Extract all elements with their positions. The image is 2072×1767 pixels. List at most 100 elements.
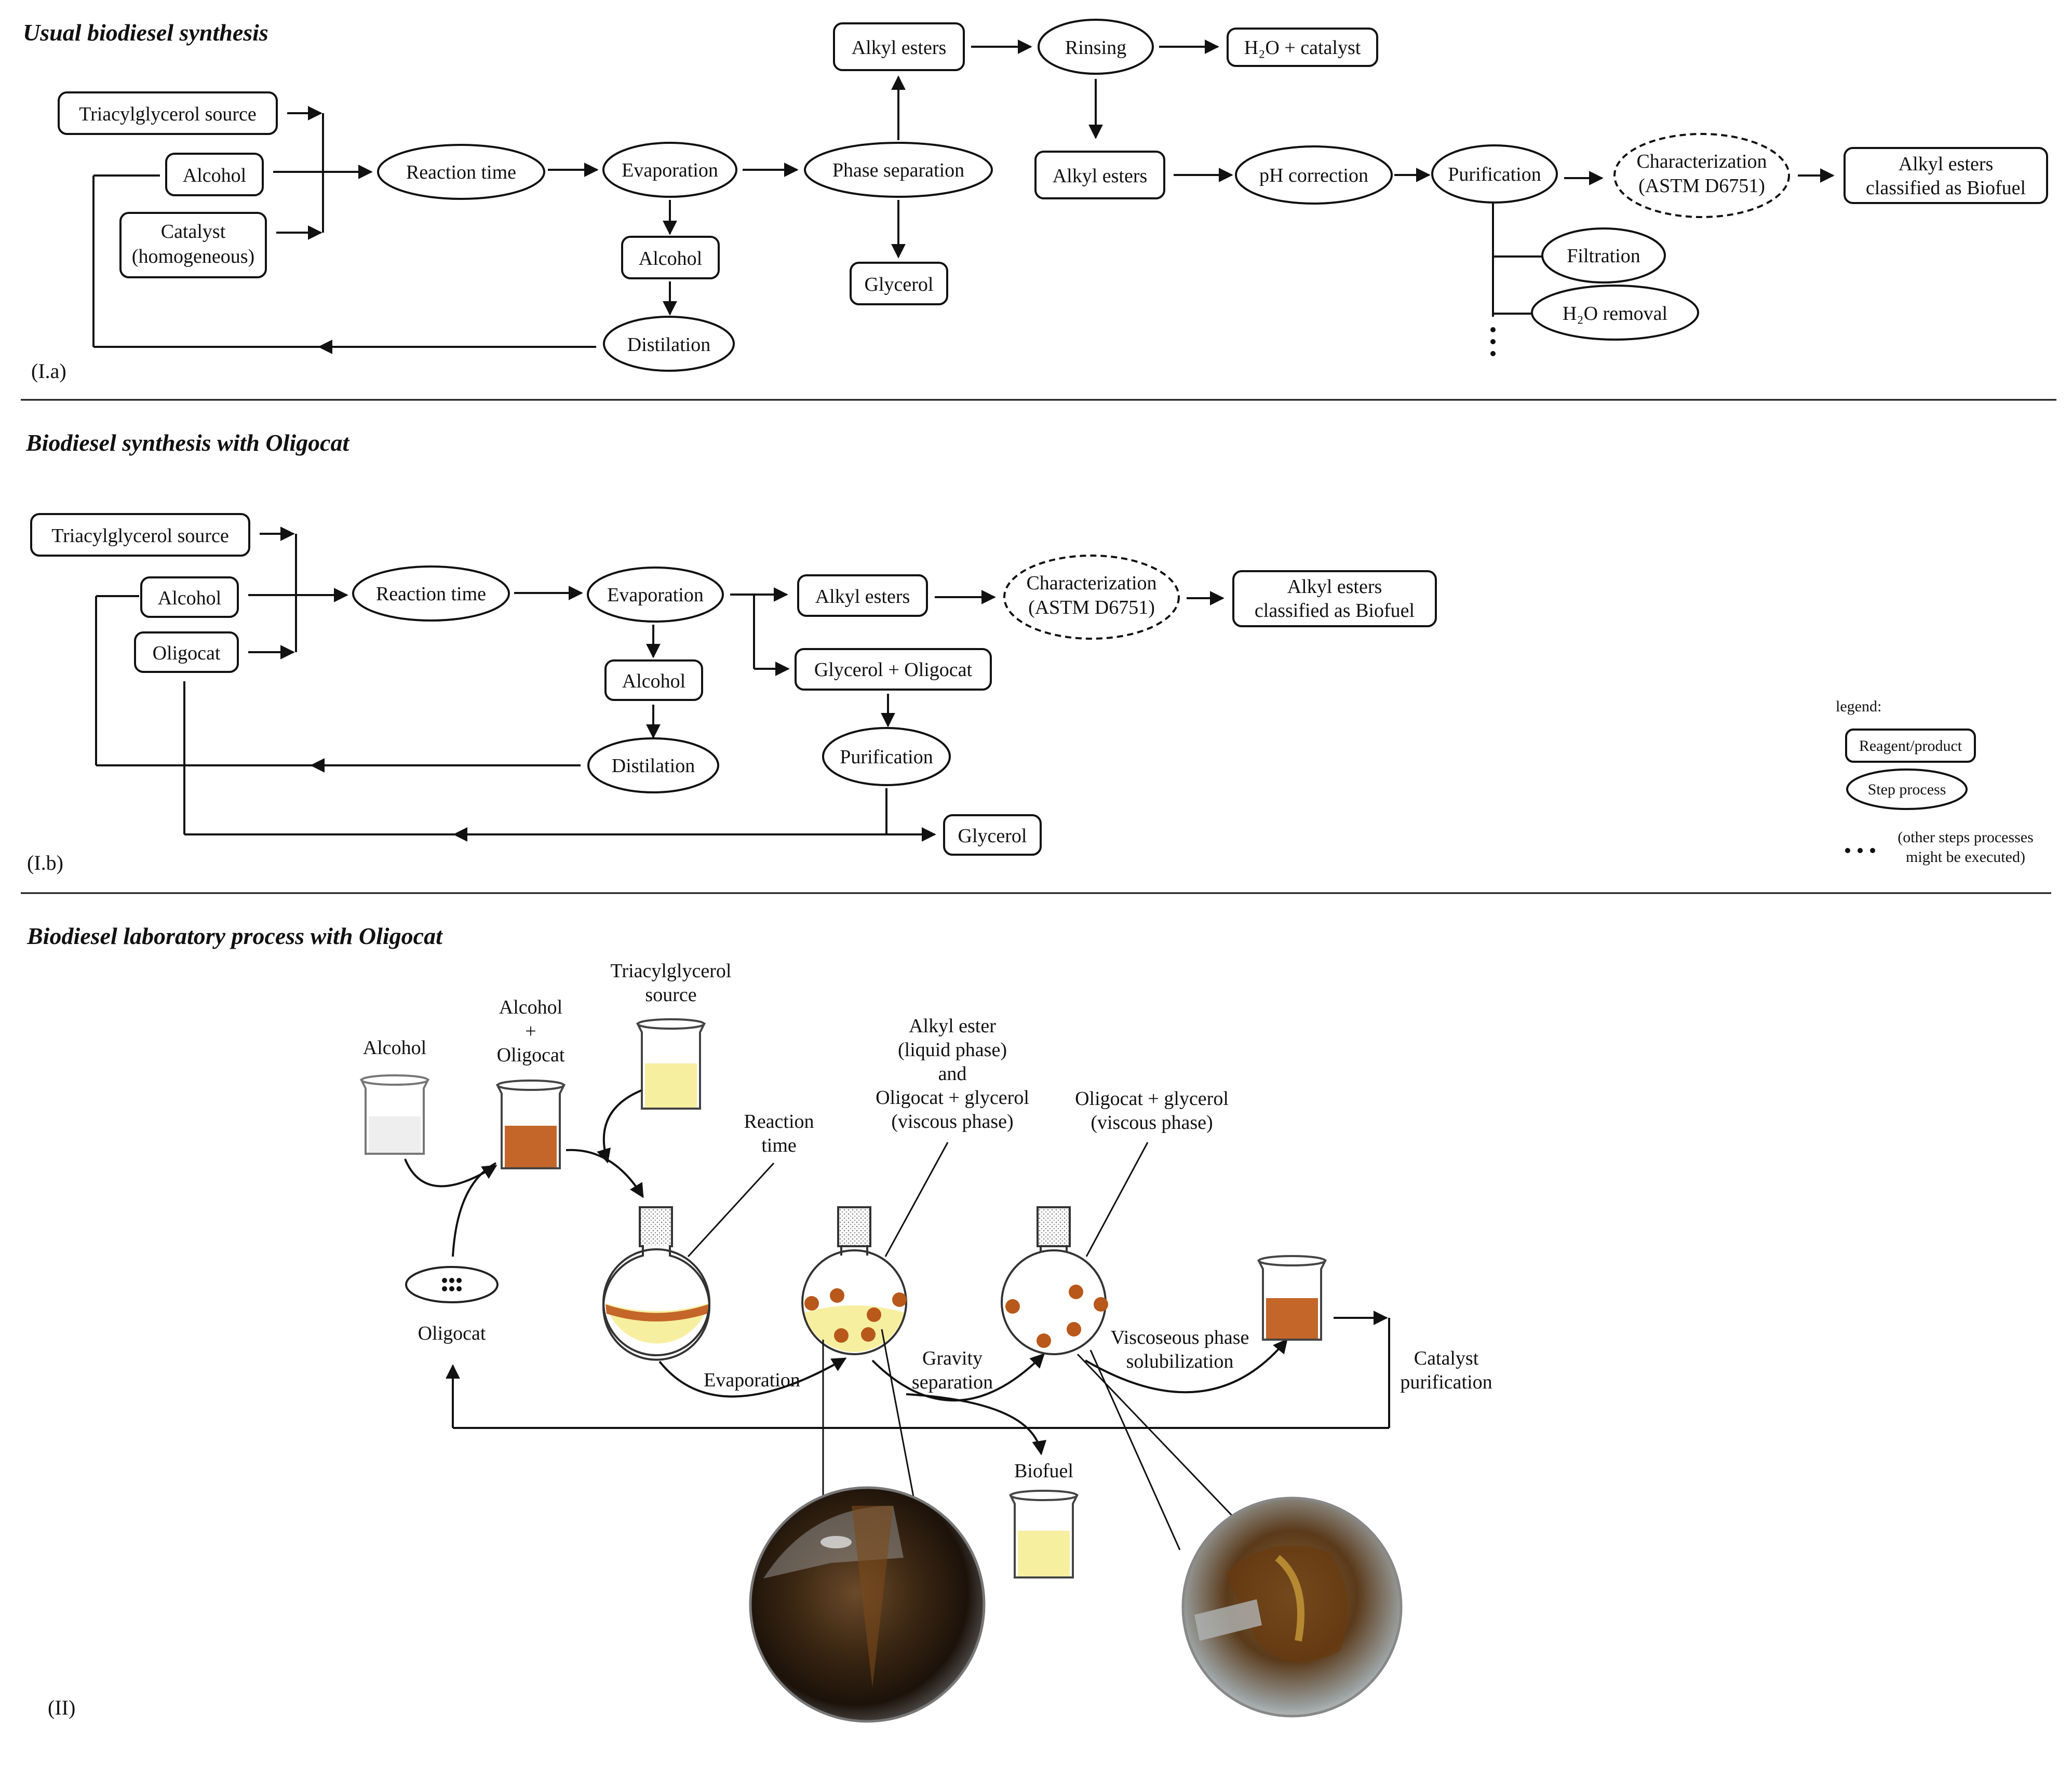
a-alcohol-label: Alcohol	[183, 165, 246, 186]
a-ph-node: pH correction	[1235, 145, 1393, 205]
a-catalyst-box: Catalyst (homogeneous)	[119, 212, 267, 278]
b-glycerol-label: Glycerol	[958, 825, 1027, 847]
b-gly-olig-box: Glycerol + Oligocat	[795, 648, 992, 691]
a-purification-label: Purification	[1448, 164, 1541, 185]
c-reaction-label-1: Reaction	[744, 1111, 814, 1132]
a-biofuel-label-2: classified as Biofuel	[1866, 177, 2026, 199]
c-alc-olig-label-1: Alcohol	[499, 996, 562, 1018]
a-distillation-node: Distilation	[603, 316, 735, 372]
a-filtration-node: Filtration	[1541, 227, 1666, 284]
section-a-title: Usual biodiesel synthesis	[23, 19, 268, 46]
a-tag-source-label: Triacylglycerol source	[79, 103, 257, 125]
c-catalyst-label-1: Catalyst	[1414, 1347, 1479, 1369]
legend: legend: Reagent/product Step process (ot…	[1836, 698, 2034, 866]
a-alkyl-top-box: Alkyl esters	[833, 22, 965, 71]
section-a-tag: (I.a)	[31, 359, 66, 383]
c-oligocat-label: Oligocat	[418, 1323, 486, 1344]
c-visc-label-2: solubilization	[1126, 1351, 1234, 1372]
b-alkyl-box: Alkyl esters	[797, 574, 928, 617]
a-alcohol2-box: Alcohol	[621, 236, 720, 279]
c-arrow-to-biofuel	[906, 1393, 1047, 1455]
a-biofuel-label-1: Alkyl esters	[1899, 153, 1994, 175]
c-gravity-label-2: separation	[912, 1371, 993, 1393]
c-oligocat-dish: Oligocat	[405, 1266, 499, 1344]
a-charact-node: Characterization (ASTM D6751)	[1613, 133, 1790, 218]
b-oligocat-box: Oligocat	[134, 631, 239, 673]
c-biofuel-beaker: Biofuel	[1008, 1460, 1079, 1579]
a-reaction-node: Reaction time	[377, 144, 545, 200]
a-h2o-cat-label: H₂O + catalyst	[1244, 37, 1361, 59]
c-alkyl-label-5: (viscous phase)	[891, 1111, 1013, 1132]
c-alkyl-label-1: Alkyl ester	[909, 1015, 996, 1037]
a-rinsing-node: Rinsing	[1038, 19, 1154, 75]
a-ph-label: pH correction	[1259, 165, 1368, 186]
c-reaction-label-2: time	[761, 1135, 797, 1156]
b-charact-label-2: (ASTM D6751)	[1028, 597, 1155, 618]
a-glycerol-label: Glycerol	[865, 274, 934, 295]
c-alkyl-label-3: and	[938, 1063, 967, 1085]
b-tag-source-box: Triacylglycerol source	[30, 513, 250, 557]
b-evaporation-node: Evaporation	[587, 566, 724, 623]
b-reaction-node: Reaction time	[352, 565, 510, 622]
c-arrow-evaporation	[658, 1357, 847, 1398]
c-photo-flask-1	[749, 1329, 986, 1723]
a-glycerol-box: Glycerol	[850, 262, 948, 305]
a-phase-sep-node: Phase separation	[804, 142, 993, 198]
b-oligocat-label: Oligocat	[153, 642, 221, 664]
a-catalyst-label-1: Catalyst	[161, 221, 226, 242]
c-arrow-oligocat-up	[452, 1162, 496, 1257]
legend-step-label: Step process	[1868, 781, 1946, 798]
b-purification-label: Purification	[840, 746, 933, 768]
c-flask-viscous: Oligocat + glycerol (viscous phase)	[1001, 1088, 1229, 1355]
a-biofuel-box: Alkyl esters classified as Biofuel	[1844, 147, 2048, 204]
b-charact-node: Characterization (ASTM D6751)	[1003, 555, 1180, 640]
b-glycerol-box: Glycerol	[943, 814, 1042, 856]
c-arrow-tag-to-flask	[597, 1089, 642, 1164]
a-alcohol-box: Alcohol	[165, 153, 264, 196]
a-evaporation-node: Evaporation	[602, 142, 737, 198]
a-alkyl-mid-box: Alkyl esters	[1034, 151, 1165, 199]
section-c-title: Biodiesel laboratory process with Oligoc…	[26, 923, 443, 949]
c-oligocat-beaker	[1257, 1255, 1327, 1341]
a-alcohol2-label: Alcohol	[639, 248, 702, 269]
b-alcohol-label: Alcohol	[158, 587, 221, 609]
b-alkyl-label: Alkyl esters	[815, 586, 910, 608]
a-h2o-removal-node: H₂O removal	[1531, 285, 1699, 341]
b-alcohol2-label: Alcohol	[622, 670, 685, 692]
c-visc-label-1: Viscoseous phase	[1111, 1327, 1249, 1348]
b-charact-label-1: Characterization	[1026, 572, 1156, 594]
section-b-tag: (I.b)	[27, 851, 63, 874]
b-distillation-label: Distilation	[612, 755, 695, 777]
c-flask-reaction: Reaction time	[602, 1111, 814, 1361]
legend-other-label-1: (other steps processes	[1898, 829, 2034, 846]
c-flask-phases: Alkyl ester (liquid phase) and Oligocat …	[801, 1015, 1029, 1355]
a-reaction-label: Reaction time	[406, 161, 516, 183]
b-gly-olig-label: Glycerol + Oligocat	[814, 659, 973, 681]
b-alcohol2-box: Alcohol	[604, 659, 703, 701]
legend-dots	[1845, 848, 1875, 853]
a-charact-label-2: (ASTM D6751)	[1638, 175, 1765, 197]
legend-title: legend:	[1836, 698, 1881, 715]
b-biofuel-box: Alkyl esters classified as Biofuel	[1232, 570, 1437, 627]
a-h2o-removal-label: H₂O removal	[1563, 303, 1667, 325]
legend-reagent-label: Reagent/product	[1859, 737, 1962, 754]
c-alkyl-label-2: (liquid phase)	[898, 1039, 1007, 1061]
a-tag-source-box: Triacylglycerol source	[58, 91, 278, 135]
c-tag-label-2: source	[645, 984, 696, 1006]
legend-other-label-2: might be executed)	[1906, 848, 2025, 866]
c-alcohol-label: Alcohol	[363, 1037, 426, 1059]
b-alcohol-box: Alcohol	[140, 576, 239, 618]
b-purification-node: Purification	[822, 727, 951, 786]
c-alc-olig-label-3: Oligocat	[497, 1044, 565, 1066]
b-biofuel-label-2: classified as Biofuel	[1255, 600, 1415, 622]
a-phase-sep-label: Phase separation	[832, 159, 964, 181]
section-b-title: Biodiesel synthesis with Oligocat	[25, 429, 350, 456]
c-catalyst-label-2: purification	[1400, 1371, 1492, 1393]
c-alc-olig-beaker: Alcohol + Oligocat	[495, 996, 566, 1169]
c-tag-label-1: Triacylglycerol	[611, 960, 732, 982]
c-biofuel-label: Biofuel	[1014, 1460, 1073, 1482]
a-h2o-cat-box: H₂O + catalyst	[1227, 28, 1378, 67]
a-charact-label-1: Characterization	[1636, 151, 1767, 172]
a-distillation-label: Distilation	[627, 334, 710, 356]
